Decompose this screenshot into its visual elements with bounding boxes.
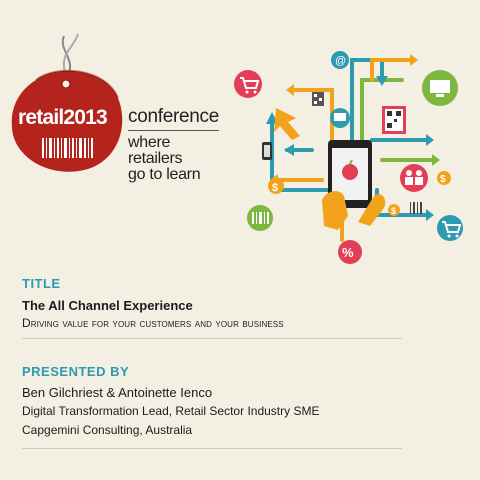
- at-symbol: @: [335, 55, 346, 67]
- brand-text: conference where retailers go to learn: [128, 106, 228, 183]
- presenter-role: Digital Transformation Lead, Retail Sect…: [22, 404, 320, 418]
- tagline-line2: go to learn: [128, 166, 201, 183]
- divider-bottom: [22, 448, 402, 449]
- percent-symbol: %: [342, 245, 354, 260]
- presenter-section-label: PRESENTED BY: [22, 364, 130, 379]
- talk-subtitle: Driving value for your customers and you…: [22, 316, 284, 330]
- conference-label: conference: [128, 106, 219, 131]
- svg-text:retail2013: retail2013: [18, 106, 107, 129]
- dollar-symbol-3: $: [391, 206, 396, 216]
- divider: [22, 338, 402, 339]
- header-banner: retail2013 conference where retai: [6, 28, 463, 264]
- omnichannel-illustration: @: [232, 40, 472, 270]
- presenter-names: Ben Gilchriest & Antoinette Ienco: [22, 385, 213, 400]
- dollar-symbol-2: $: [440, 174, 446, 185]
- title-section-label: TITLE: [22, 276, 61, 291]
- talk-title: The All Channel Experience: [22, 298, 193, 313]
- retail2013-logo: retail2013: [6, 28, 136, 178]
- presenter-organisation: Capgemini Consulting, Australia: [22, 423, 193, 437]
- dollar-symbol: $: [272, 182, 278, 194]
- tagline-line1: where retailers: [128, 134, 183, 167]
